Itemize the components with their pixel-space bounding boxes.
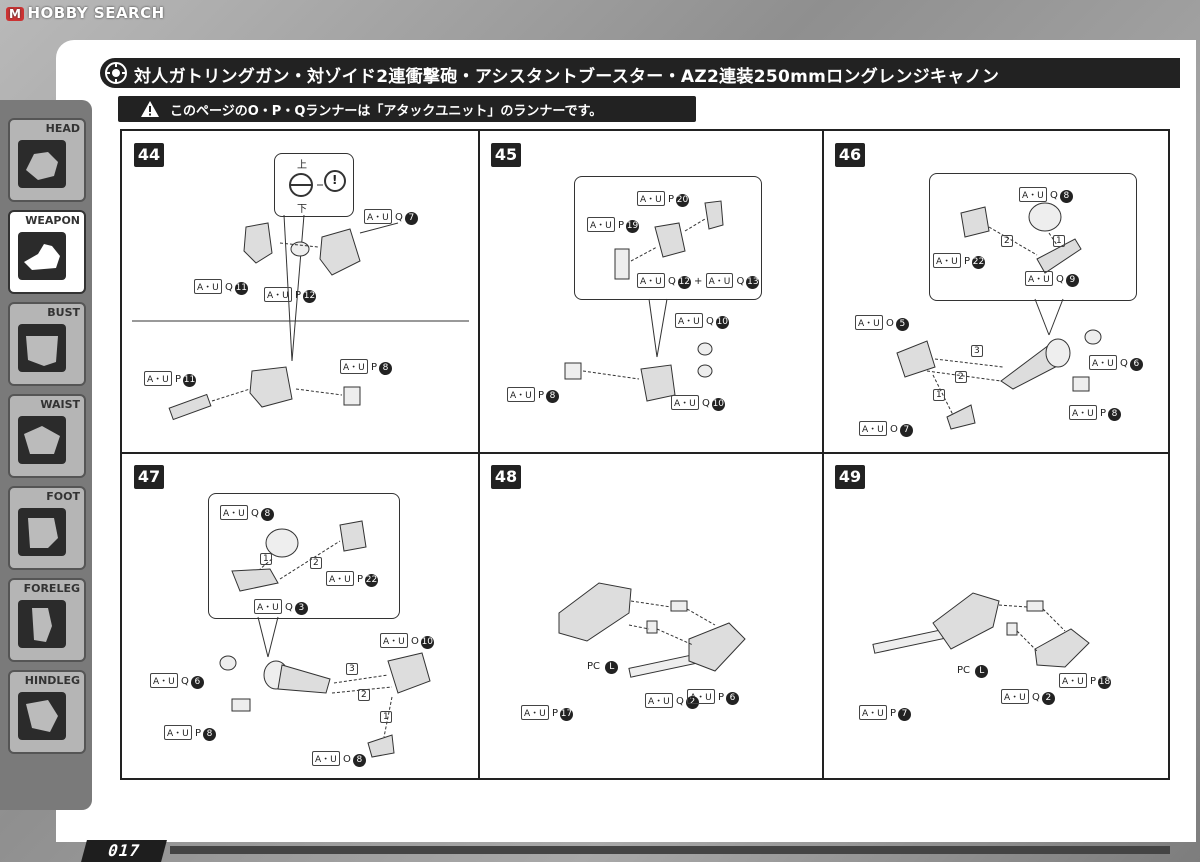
step-45-diagram xyxy=(564,200,724,402)
sidebar-tab-foreleg[interactable]: FORELEG xyxy=(8,578,86,662)
subassembly-callout xyxy=(208,493,400,619)
weapon-icon xyxy=(18,232,66,280)
step-order-label: 1 xyxy=(260,553,272,565)
step-number: 45 xyxy=(491,143,521,167)
logo-mark-icon: M xyxy=(6,7,25,21)
step-number: 48 xyxy=(491,465,521,489)
step-48-diagram xyxy=(558,582,746,678)
hindleg-icon xyxy=(18,692,66,740)
step-44: 44 上 下 ! xyxy=(122,131,479,453)
step-order-label: 2 xyxy=(955,371,967,383)
foreleg-icon xyxy=(18,600,66,648)
sidebar-tab-hindleg[interactable]: HINDLEG xyxy=(8,670,86,754)
step-number: 49 xyxy=(835,465,865,489)
step-order-label: 3 xyxy=(346,663,358,675)
step-number: 47 xyxy=(134,465,164,489)
step-47-diagram xyxy=(219,520,431,758)
section-title-bar: 対人ガトリングガン・対ゾイド2連衝撃砲・アシスタントブースター・AZ2連装250… xyxy=(100,58,1180,88)
step-order-label: 1 xyxy=(933,389,945,401)
step-46-diagram xyxy=(896,202,1102,430)
sidebar-tab-weapon[interactable]: WEAPON xyxy=(8,210,86,294)
step-order-label: 3 xyxy=(971,345,983,357)
head-icon xyxy=(18,140,66,188)
gear-icon xyxy=(105,62,127,84)
page-number: 017 xyxy=(81,840,167,862)
step-49-diagram xyxy=(872,592,1090,668)
bust-icon xyxy=(18,324,66,372)
step-order-label: 2 xyxy=(358,689,370,701)
sidebar-tab-head[interactable]: HEAD xyxy=(8,118,86,202)
orientation-callout: 上 下 ! xyxy=(274,153,354,217)
step-number: 46 xyxy=(835,143,865,167)
sidebar-tab-bust[interactable]: BUST xyxy=(8,302,86,386)
runner-notice: このページのO・P・Qランナーは「アタックユニット」のランナーです。 xyxy=(118,96,696,122)
footer-rule xyxy=(170,846,1170,854)
step-order-label: 2 xyxy=(310,557,322,569)
sidebar-tab-waist[interactable]: WAIST xyxy=(8,394,86,478)
waist-icon xyxy=(18,416,66,464)
step-order-label: 1 xyxy=(380,711,392,723)
steps-grid: 44 上 下 ! xyxy=(120,129,1170,780)
part-label: PC L xyxy=(957,665,989,678)
warning-icon xyxy=(141,101,159,117)
page-title: 対人ガトリングガン・対ゾイド2連衝撃砲・アシスタントブースター・AZ2連装250… xyxy=(134,67,1000,87)
sidebar-tab-foot[interactable]: FOOT xyxy=(8,486,86,570)
section-sidebar: HEAD WEAPON BUST WAIST FOOT FORELEG HIND… xyxy=(0,100,92,810)
grid-lines xyxy=(122,131,1168,778)
alert-icon: ! xyxy=(332,173,338,187)
foot-icon xyxy=(18,508,66,556)
step-order-label: 2 xyxy=(1001,235,1013,247)
step-44-diagram xyxy=(132,214,469,421)
subassembly-callout xyxy=(929,173,1137,301)
part-label: PC L xyxy=(587,661,619,674)
step-number: 44 xyxy=(134,143,164,167)
step-order-label: 1 xyxy=(1053,235,1065,247)
